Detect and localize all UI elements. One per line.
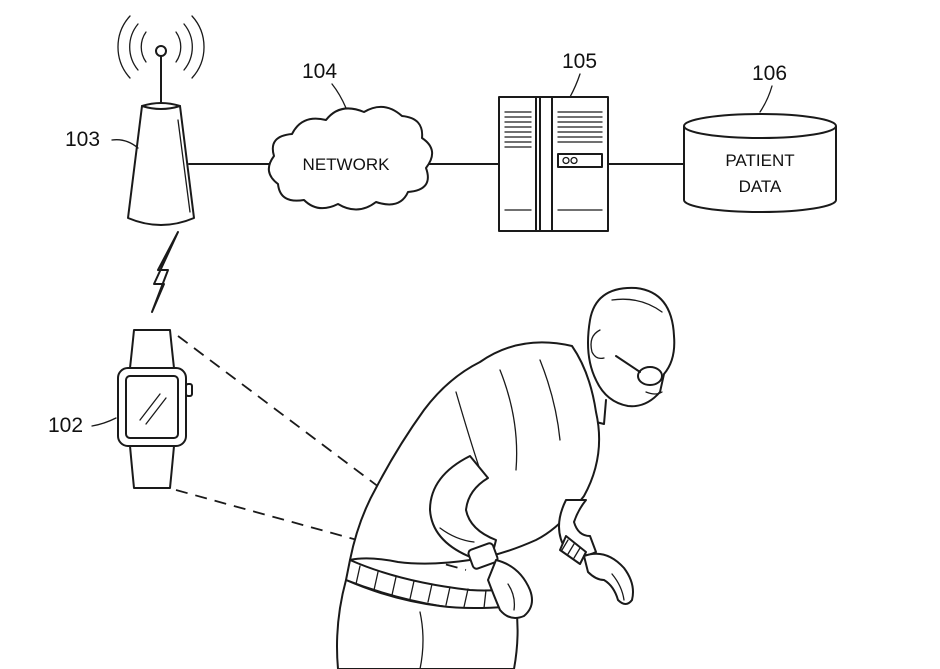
hand-far — [583, 552, 634, 605]
ear — [590, 329, 605, 360]
signal-wave-left-inner — [140, 31, 147, 63]
signal-wave-left-mid — [129, 23, 139, 71]
server-rack — [498, 96, 609, 232]
leader-106 — [759, 85, 773, 113]
label-105: 105 — [562, 50, 597, 73]
jacket-fold-2 — [455, 391, 481, 471]
watch-band-bottom — [129, 445, 175, 489]
watch-screen — [125, 375, 179, 439]
mouth — [645, 391, 663, 395]
screen-glare-2 — [145, 397, 167, 425]
wrist-watch — [467, 542, 499, 570]
database-text-line2: DATA — [739, 177, 782, 196]
label-104: 104 — [302, 60, 337, 83]
leader-104 — [331, 83, 347, 109]
label-103: 103 — [65, 128, 100, 151]
hair-line — [611, 298, 663, 313]
patient-database — [683, 113, 837, 213]
server-vent-left — [504, 111, 532, 148]
network-text: NETWORK — [303, 155, 391, 174]
tower-top-rim — [141, 105, 181, 110]
wireless-link-icon — [151, 231, 179, 313]
glasses-arm — [615, 355, 641, 373]
server-led-1 — [562, 156, 570, 165]
smart-watch — [117, 329, 193, 489]
head — [587, 286, 676, 408]
leader-105 — [569, 73, 581, 98]
cell-tower — [117, 15, 205, 226]
tower-edge-shade — [177, 119, 191, 213]
sleeve-cuff-near — [439, 527, 475, 543]
watch-crown — [185, 383, 193, 397]
cuff-far-ribbing — [561, 539, 581, 559]
database-text-line1: PATIENT — [725, 151, 794, 170]
patient-figure — [336, 286, 676, 669]
server-drive-slot — [557, 153, 603, 168]
trouser-fold — [419, 611, 424, 669]
jacket-fold-3 — [539, 359, 561, 441]
signal-wave-right-outer — [191, 15, 205, 79]
tower-body — [127, 102, 195, 226]
signal-wave-right-mid — [183, 23, 193, 71]
label-106: 106 — [752, 62, 787, 85]
screen-glare-1 — [139, 393, 161, 421]
jacket-fold-1 — [499, 369, 518, 471]
database-body — [683, 126, 837, 213]
server-vent-right — [557, 111, 603, 143]
signal-wave-right-inner — [175, 31, 182, 63]
label-102: 102 — [48, 414, 83, 437]
network-cloud — [267, 105, 433, 211]
leader-102 — [91, 417, 117, 427]
finger-line-2 — [611, 573, 625, 601]
signal-wave-left-outer — [117, 15, 131, 79]
database-top — [683, 113, 837, 139]
glasses-lens — [637, 366, 663, 386]
hand-near — [487, 559, 533, 619]
leader-103 — [111, 139, 139, 149]
antenna-tip — [155, 45, 167, 57]
server-led-2 — [570, 156, 578, 165]
cloud-shape — [267, 105, 433, 211]
finger-line-1 — [507, 583, 516, 611]
watch-band-top — [129, 329, 175, 369]
